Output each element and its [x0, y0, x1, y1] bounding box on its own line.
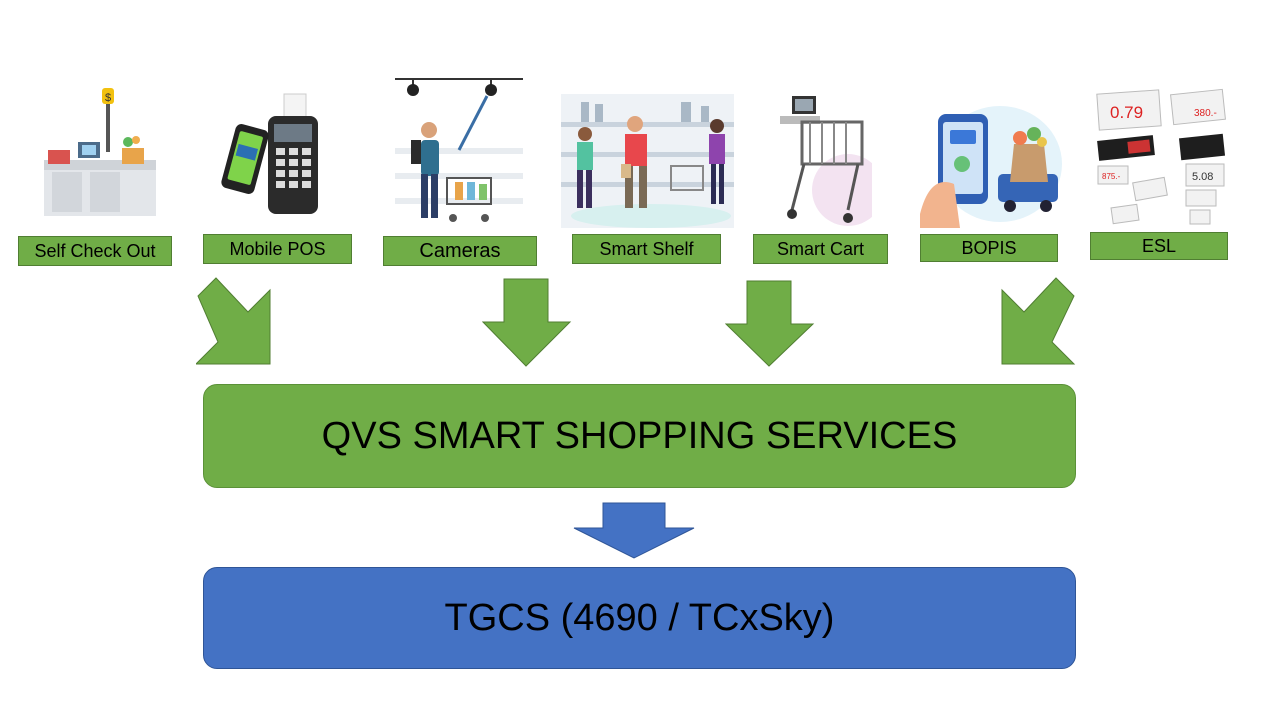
bopis-illustration	[920, 104, 1066, 228]
smart-cart-illustration	[774, 92, 872, 228]
label-self-check-out: Self Check Out	[18, 236, 172, 266]
label-smart-shelf: Smart Shelf	[572, 234, 721, 264]
smart-shelf-illustration	[561, 94, 734, 228]
arrow-down-blue	[573, 502, 695, 559]
esl-price-2: 380.-	[1194, 108, 1217, 119]
mobile-pos-illustration	[214, 86, 344, 220]
label-cameras: Cameras	[383, 236, 537, 266]
self-checkout-illustration: $	[30, 82, 170, 222]
platform-bar: TGCS (4690 / TCxSky)	[203, 567, 1076, 669]
esl-price-3: 5.08	[1192, 171, 1213, 183]
label-bopis: BOPIS	[920, 234, 1058, 262]
svg-text:$: $	[105, 92, 111, 104]
arrow-diagonal-left	[196, 277, 271, 365]
esl-price-4: 875.-	[1102, 172, 1121, 181]
arrow-diagonal-right	[1001, 277, 1076, 365]
arrow-down-center-left	[482, 278, 572, 367]
label-esl: ESL	[1090, 232, 1228, 260]
cameras-illustration	[395, 78, 523, 228]
label-mobile-pos: Mobile POS	[203, 234, 352, 264]
label-smart-cart: Smart Cart	[753, 234, 888, 264]
services-bar: QVS SMART SHOPPING SERVICES	[203, 384, 1076, 488]
arrow-down-center-right	[725, 280, 815, 367]
platform-label: TGCS (4690 / TCxSky)	[444, 596, 835, 639]
services-label: QVS SMART SHOPPING SERVICES	[321, 414, 958, 457]
esl-price-large: 0.79	[1110, 103, 1143, 122]
esl-illustration: 0.79 380.- 875.- 5.08	[1092, 86, 1230, 228]
